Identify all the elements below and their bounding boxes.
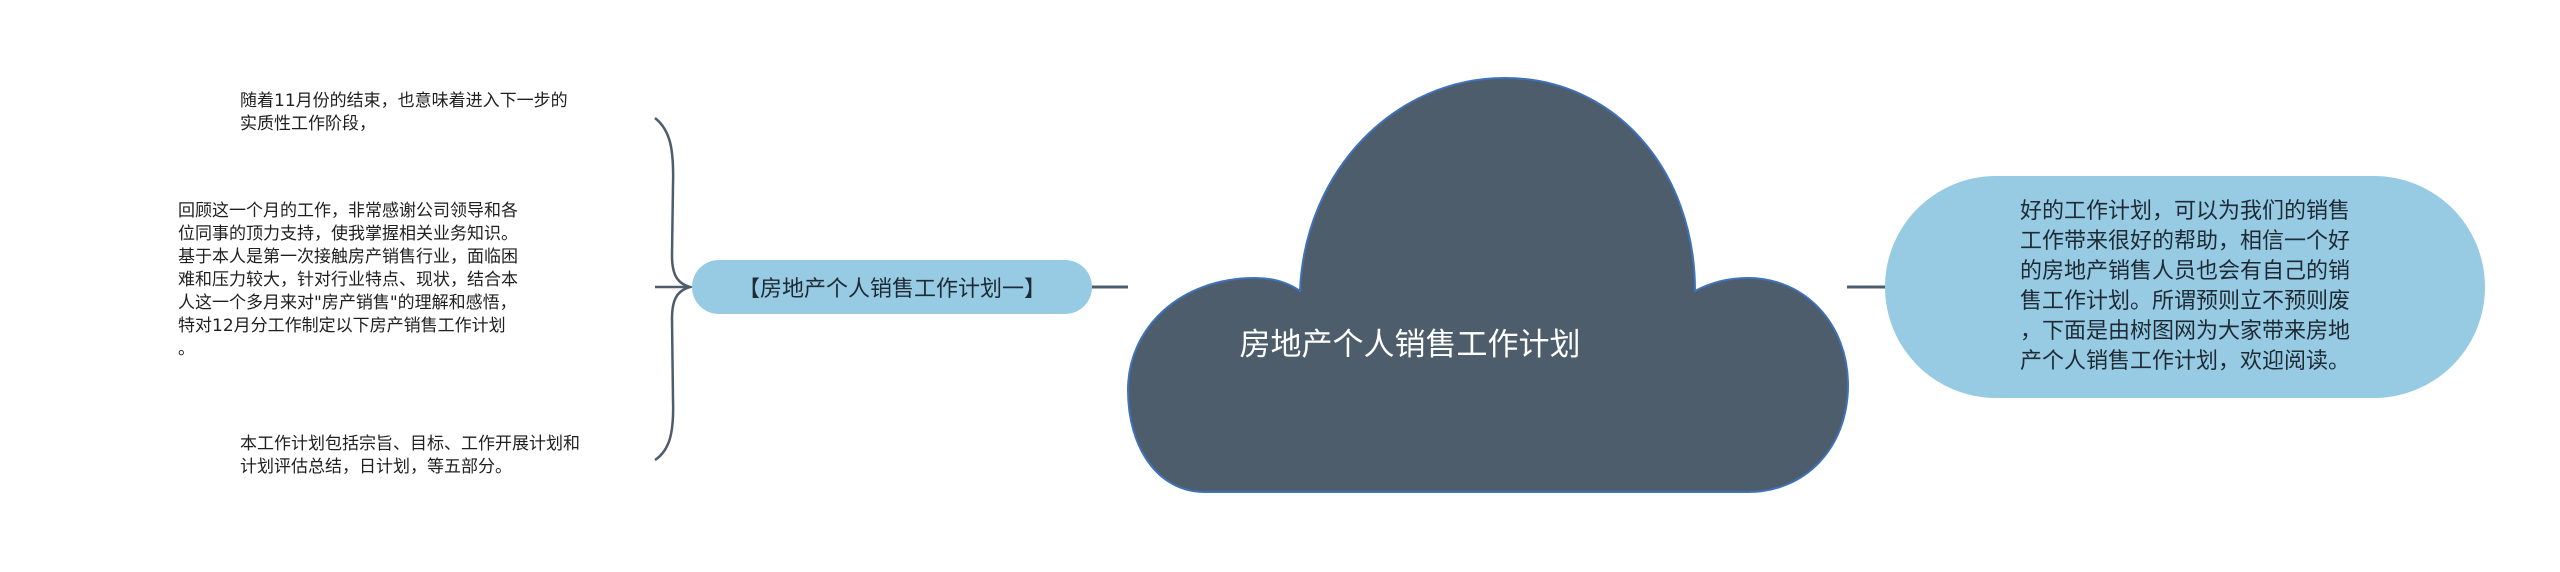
notes-brace	[654, 117, 695, 462]
right-topic-text: 好的工作计划，可以为我们的销售 工作带来很好的帮助，相信一个好 的房地产销售人员…	[2019, 199, 2350, 374]
branch-node[interactable]: 【房地产个人销售工作计划一】	[692, 260, 1092, 314]
note-text: 随着11月份的结束，也意味着进入下一步的 实质性工作阶段，	[240, 91, 568, 134]
branch-label: 【房地产个人销售工作计划一】	[737, 277, 1046, 302]
right-topic-node[interactable]: 好的工作计划，可以为我们的销售 工作带来很好的帮助，相信一个好 的房地产销售人员…	[1885, 176, 2485, 398]
note-text: 回顾这一个月的工作，非常感谢公司领导和各 位同事的顶力支持，使我掌握相关业务知识…	[178, 201, 518, 359]
central-cloud	[1126, 76, 1850, 493]
central-topic-title[interactable]: 房地产个人销售工作计划	[1239, 327, 1581, 363]
note-text: 本工作计划包括宗旨、目标、工作开展计划和 计划评估总结，日计划，等五部分。	[240, 434, 580, 477]
